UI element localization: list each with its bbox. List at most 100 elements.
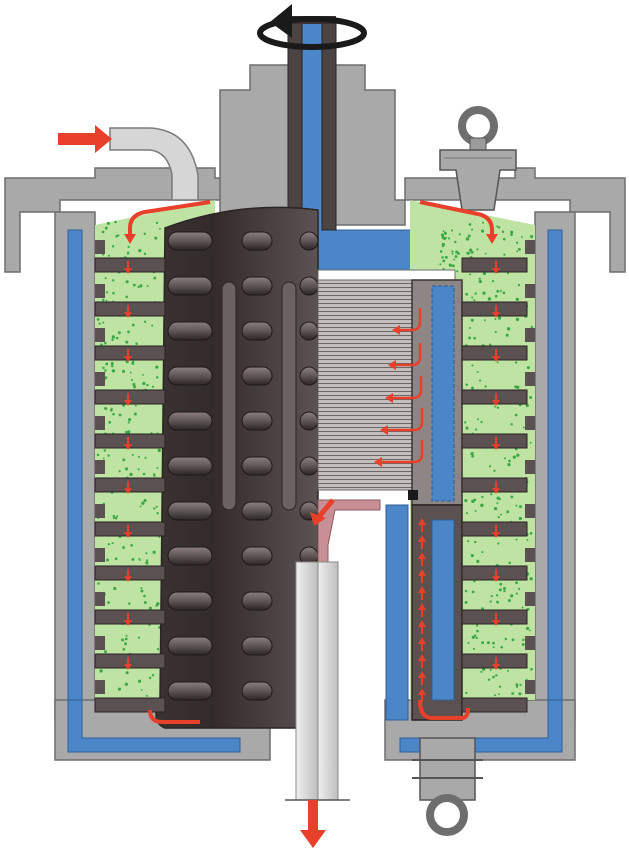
speck: [143, 320, 147, 323]
right-plate: [461, 565, 528, 581]
speck: [475, 624, 479, 627]
speck: [106, 558, 110, 562]
speck: [130, 378, 133, 381]
speck: [518, 692, 522, 696]
speck: [145, 559, 149, 562]
speck: [476, 248, 479, 251]
speck: [482, 291, 486, 295]
speck: [451, 264, 455, 268]
rotor-rod: [167, 411, 213, 431]
speck: [495, 600, 499, 604]
speck: [114, 557, 118, 561]
speck: [470, 554, 474, 558]
speck: [114, 516, 118, 520]
speck: [468, 223, 472, 226]
rotor-rod: [167, 636, 213, 656]
speck: [104, 226, 108, 230]
flow-arrow-icon: [486, 234, 498, 244]
flow-arrow-icon: [124, 657, 132, 670]
speck: [138, 557, 141, 560]
rotor-rod: [299, 321, 319, 341]
speck: [135, 342, 138, 345]
speck: [487, 678, 491, 681]
rotor-rod: [299, 456, 319, 476]
right-plate: [461, 477, 528, 493]
flow-arrow-icon: [418, 569, 426, 583]
speck: [464, 421, 467, 424]
rotor-rod: [241, 501, 273, 521]
speck: [143, 252, 147, 256]
speck: [102, 321, 105, 324]
rotor-rod: [167, 501, 213, 521]
speck: [125, 295, 128, 299]
rotor-rod: [299, 276, 319, 296]
speck: [483, 319, 486, 322]
speck: [516, 250, 519, 253]
speck: [467, 234, 471, 238]
speck: [515, 241, 519, 244]
speck: [471, 454, 475, 458]
speck: [151, 385, 155, 388]
disc-stack: [317, 269, 463, 506]
speck: [107, 454, 110, 457]
speck: [476, 559, 480, 564]
speck: [156, 602, 160, 606]
flow-arrow-icon: [148, 709, 200, 724]
speck: [479, 379, 482, 382]
speck: [144, 456, 147, 459]
flow-arrow-icon: [124, 569, 132, 582]
flow-arrow-icon: [124, 393, 132, 406]
left-plate: [94, 565, 166, 581]
speck: [480, 670, 483, 673]
speck: [139, 284, 143, 288]
speck: [500, 513, 502, 516]
speck: [518, 516, 522, 521]
right-plate-tab: [525, 504, 535, 518]
speck: [498, 685, 502, 688]
speck: [473, 336, 476, 340]
speck: [143, 594, 146, 598]
speck: [515, 581, 519, 585]
speck: [489, 600, 492, 603]
speck: [517, 283, 521, 287]
speck: [511, 692, 514, 695]
bottom-lifting-eye-icon: [412, 737, 483, 836]
flow-arrow-icon: [124, 234, 136, 244]
speck: [109, 408, 113, 412]
speck: [478, 280, 482, 284]
flow-arrow-icon: [128, 200, 211, 236]
flow-arrow-icon: [418, 586, 426, 600]
speck: [517, 587, 521, 590]
speck: [496, 406, 500, 409]
speck: [512, 455, 517, 459]
speck: [481, 495, 484, 499]
left-plate-tab: [95, 680, 105, 694]
lifting-eye-icon: [439, 106, 517, 211]
speck: [526, 366, 530, 370]
speck: [480, 503, 484, 508]
speck: [124, 637, 128, 641]
flow-arrow-icon: [418, 535, 426, 549]
speck: [133, 385, 137, 389]
speck: [107, 601, 110, 604]
speck: [111, 245, 115, 248]
speck: [122, 546, 125, 549]
rotor-drum: [155, 206, 319, 729]
speck: [127, 421, 130, 424]
speck: [125, 431, 129, 434]
speck: [150, 431, 153, 434]
left-plate: [94, 477, 166, 493]
flow-arrow-icon: [418, 671, 426, 685]
speck: [496, 496, 500, 500]
flow-arrow-icon: [492, 613, 500, 626]
speck: [471, 386, 474, 390]
left-plate: [94, 521, 166, 537]
rotor-rod: [241, 276, 273, 296]
speck: [139, 505, 142, 508]
speck: [143, 499, 147, 503]
flow-arrow-icon: [492, 349, 500, 362]
speck: [499, 289, 502, 293]
speck: [498, 693, 501, 696]
speck: [102, 366, 105, 370]
right-plate-tab: [525, 240, 535, 254]
